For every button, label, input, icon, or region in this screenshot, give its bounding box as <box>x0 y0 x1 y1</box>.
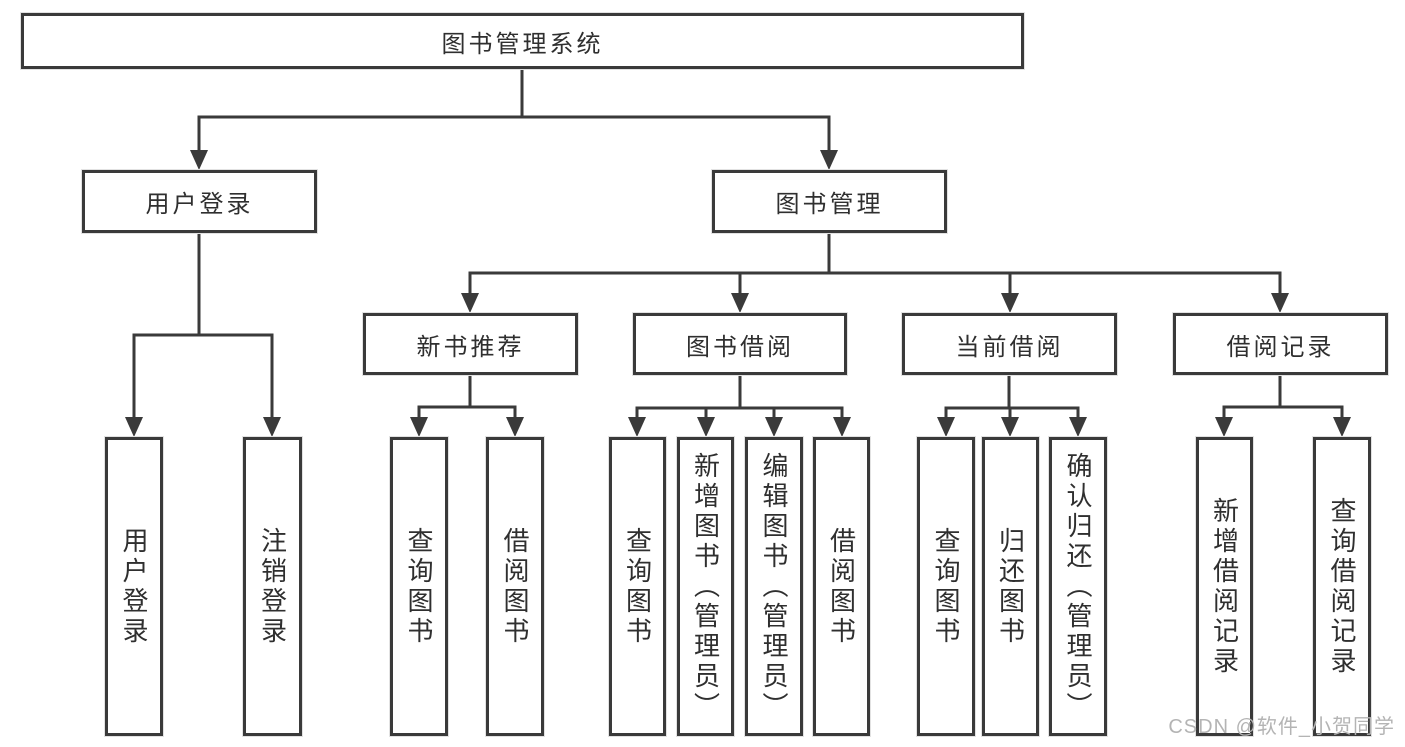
node-label: 确认归还（管理员） <box>1063 451 1093 722</box>
node-label: 图书管理系统 <box>441 30 604 58</box>
node-label: 借阅记录 <box>1226 333 1335 361</box>
node-book-management-group: 图书管理 <box>712 170 947 233</box>
leaf-logout: 注销登录 <box>243 437 302 736</box>
node-label: 用户登录 <box>119 526 149 647</box>
node-label: 注销登录 <box>257 526 288 647</box>
leaf-query-books-current: 查询图书 <box>917 437 975 736</box>
node-label: 借阅图书 <box>500 526 530 647</box>
node-label: 图书借阅 <box>686 333 794 361</box>
leaf-add-books-admin: 新增图书（管理员） <box>677 437 734 736</box>
node-label: 借阅图书 <box>826 526 857 647</box>
leaf-user-login: 用户登录 <box>105 437 163 736</box>
leaf-borrow-books: 借阅图书 <box>813 437 870 736</box>
node-current-borrowing: 当前借阅 <box>902 313 1117 375</box>
leaf-query-books: 查询图书 <box>609 437 666 736</box>
csdn-watermark: CSDN @软件_小贺同学 <box>1168 716 1395 738</box>
node-label: 新书推荐 <box>416 333 525 361</box>
leaf-query-borrow-record: 查询借阅记录 <box>1313 437 1371 736</box>
node-label: 用户登录 <box>145 191 254 218</box>
node-user-login-group: 用户登录 <box>82 170 317 233</box>
node-label: 查询借阅记录 <box>1327 496 1357 677</box>
node-library-management-system: 图书管理系统 <box>21 13 1024 69</box>
leaf-confirm-return-admin: 确认归还（管理员） <box>1049 437 1107 736</box>
node-label: 查询图书 <box>404 526 434 647</box>
node-label: 查询图书 <box>622 526 653 647</box>
node-label: 新增图书（管理员） <box>690 451 721 722</box>
node-book-borrowing: 图书借阅 <box>633 313 847 375</box>
leaf-borrow-books-recommend: 借阅图书 <box>486 437 544 736</box>
node-new-book-recommend: 新书推荐 <box>363 313 578 375</box>
leaf-return-books: 归还图书 <box>982 437 1039 736</box>
leaf-query-books-recommend: 查询图书 <box>390 437 448 736</box>
node-label: 当前借阅 <box>955 333 1064 361</box>
node-label: 新增借阅记录 <box>1209 496 1240 677</box>
leaf-add-borrow-record: 新增借阅记录 <box>1196 437 1253 736</box>
node-borrowing-records: 借阅记录 <box>1173 313 1388 375</box>
node-label: 编辑图书（管理员） <box>759 451 789 722</box>
leaf-edit-books-admin: 编辑图书（管理员） <box>745 437 803 736</box>
node-label: 归还图书 <box>995 526 1026 647</box>
node-label: 图书管理 <box>775 191 884 218</box>
node-label: 查询图书 <box>931 526 961 647</box>
